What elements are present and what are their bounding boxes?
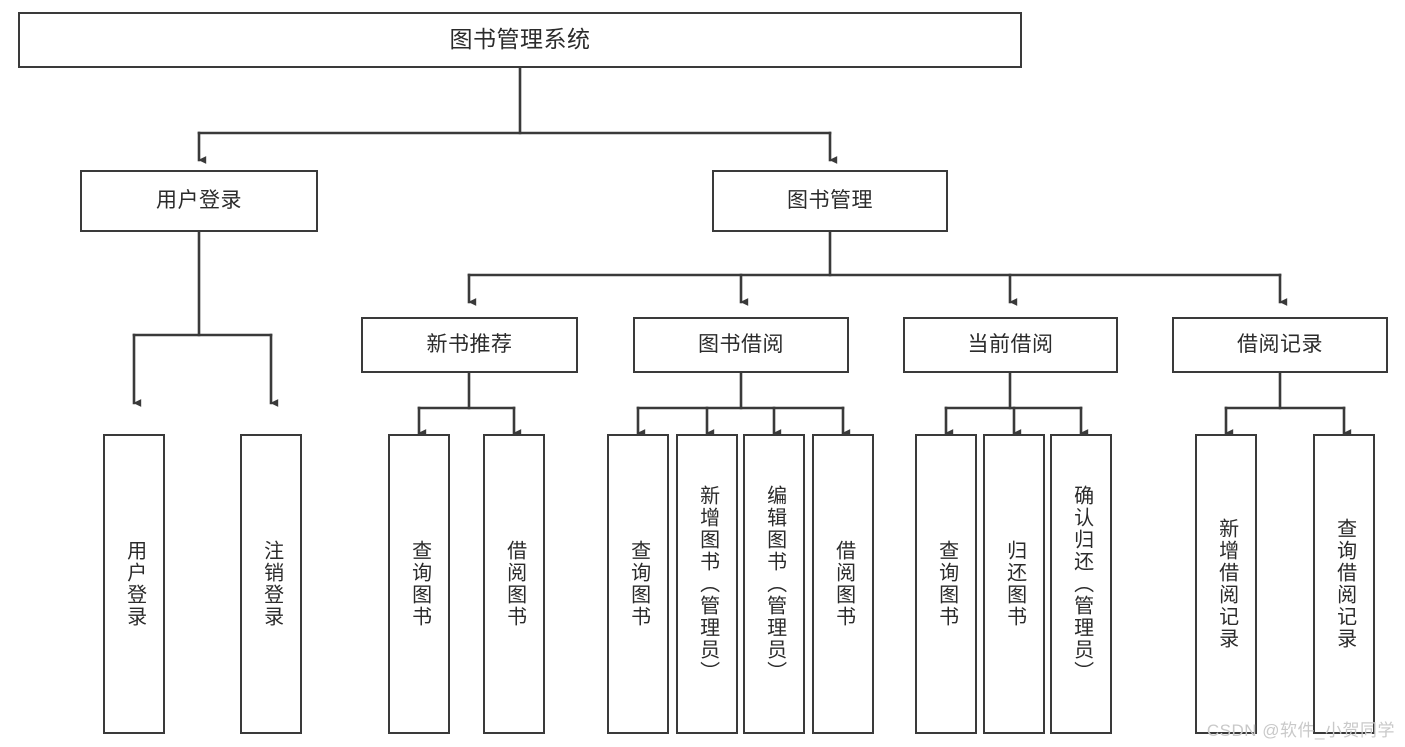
leaf-query-book-current[interactable]: 查询图书: [915, 434, 977, 734]
node-label: 当前借阅: [967, 333, 1054, 357]
leaf-borrow-book[interactable]: 借阅图书: [812, 434, 874, 734]
node-label: 用户登录: [156, 189, 242, 213]
node-borrow-record[interactable]: 借阅记录: [1172, 317, 1388, 373]
node-label: 图书管理系统: [449, 26, 591, 53]
leaf-user-login[interactable]: 用户登录: [103, 434, 165, 734]
node-label: 新书推荐: [426, 333, 513, 357]
node-root-system[interactable]: 图书管理系统: [18, 12, 1022, 68]
leaf-logout[interactable]: 注销登录: [240, 434, 302, 734]
node-label: 新增借阅记录: [1215, 518, 1238, 650]
node-label: 查询图书: [408, 540, 431, 628]
node-label: 注销登录: [260, 540, 283, 628]
leaf-borrow-book-recommend[interactable]: 借阅图书: [483, 434, 545, 734]
node-label: 图书借阅: [698, 333, 784, 357]
leaf-add-borrow-record[interactable]: 新增借阅记录: [1195, 434, 1257, 734]
node-label: 用户登录: [123, 540, 146, 628]
node-new-book-recommend[interactable]: 新书推荐: [361, 317, 578, 373]
node-current-borrow[interactable]: 当前借阅: [903, 317, 1118, 373]
leaf-query-book-borrow[interactable]: 查询图书: [607, 434, 669, 734]
node-label: 确认归还（管理员）: [1070, 485, 1093, 683]
node-label: 查询借阅记录: [1333, 518, 1356, 650]
leaf-query-borrow-record[interactable]: 查询借阅记录: [1313, 434, 1375, 734]
csdn-watermark: CSDN @软件_小贺同学: [1206, 721, 1395, 740]
node-book-borrow[interactable]: 图书借阅: [633, 317, 849, 373]
node-label: 借阅图书: [503, 540, 526, 628]
node-label: 图书管理: [787, 189, 873, 213]
leaf-return-book[interactable]: 归还图书: [983, 434, 1045, 734]
leaf-query-book-recommend[interactable]: 查询图书: [388, 434, 450, 734]
leaf-confirm-return-admin[interactable]: 确认归还（管理员）: [1050, 434, 1112, 734]
leaf-add-book-admin[interactable]: 新增图书（管理员）: [676, 434, 738, 734]
node-label: 借阅图书: [832, 540, 855, 628]
node-label: 新增图书（管理员）: [696, 485, 719, 683]
node-label: 编辑图书（管理员）: [763, 485, 786, 683]
node-label: 查询图书: [935, 540, 958, 628]
node-user-login[interactable]: 用户登录: [80, 170, 318, 232]
leaf-edit-book-admin[interactable]: 编辑图书（管理员）: [743, 434, 805, 734]
node-book-management[interactable]: 图书管理: [712, 170, 948, 232]
node-label: 借阅记录: [1237, 333, 1323, 357]
node-label: 查询图书: [627, 540, 650, 628]
node-label: 归还图书: [1003, 540, 1026, 628]
